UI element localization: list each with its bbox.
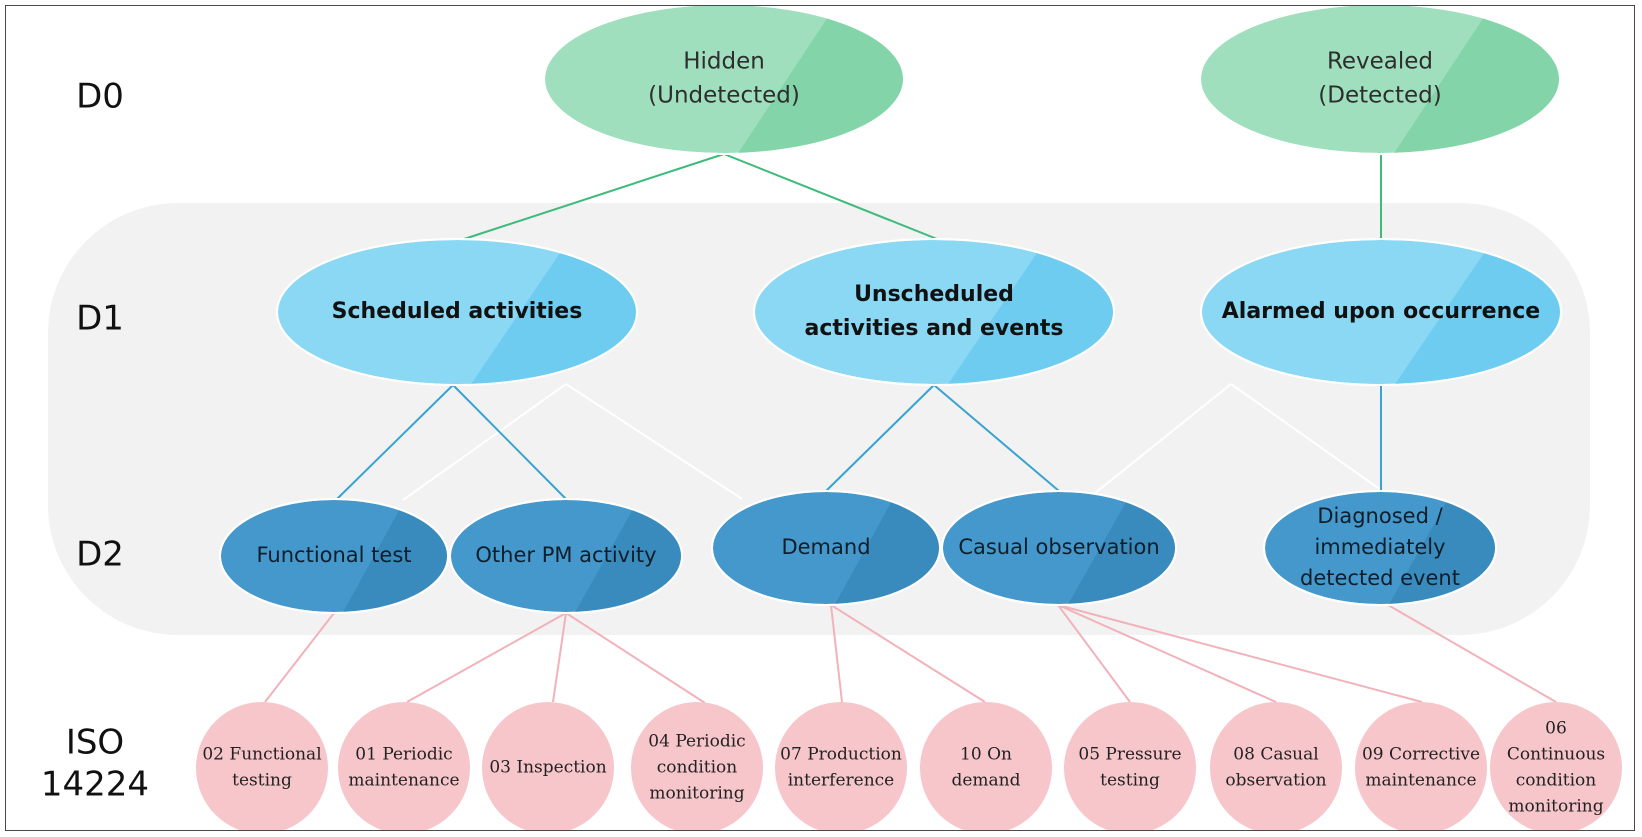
- iso-node-label: testing: [232, 771, 292, 791]
- iso-node-label: condition: [657, 758, 738, 778]
- iso-node-label: condition: [1516, 771, 1597, 791]
- iso-node-iso-08: 08 Casual observation: [1210, 702, 1342, 830]
- d1-node-alarmed-label: Alarmed upon occurrence: [1222, 299, 1540, 324]
- level-label-d2: D2: [76, 535, 124, 575]
- iso-node-iso-10: 10 On demand: [920, 702, 1052, 830]
- d2-node-diagnosed-label: detected event: [1300, 566, 1460, 590]
- iso-node-label: 03 Inspection: [489, 758, 606, 778]
- connector-diagnosed-iso-06: [1387, 604, 1557, 703]
- iso-node-label: interference: [788, 771, 894, 791]
- d1-node-scheduled-label: Scheduled activities: [332, 299, 583, 324]
- connector-unscheduled-casual-observation: [933, 384, 1060, 492]
- iso-node-label: maintenance: [348, 771, 459, 791]
- iso-node-iso-02: 02 Functional testing: [196, 702, 328, 830]
- iso-node-iso-03: 03 Inspection: [482, 702, 614, 830]
- d2-node-demand: Demand: [711, 490, 941, 606]
- faint-connector: [565, 383, 743, 500]
- iso-node-iso-04: 04 Periodic condition monitoring: [631, 702, 763, 830]
- iso-node-label: maintenance: [1365, 771, 1476, 791]
- d0-node-revealed-label: (Detected): [1318, 83, 1441, 109]
- d2-node-functional-test-label: Functional test: [256, 543, 411, 567]
- iso-node-label: Continuous: [1507, 745, 1605, 765]
- iso-node-label: observation: [1225, 771, 1326, 791]
- diagram-nodes: Hidden (Undetected) Revealed (Detected) Sche…: [196, 6, 1622, 830]
- level-label-iso-line2: 14224: [41, 765, 149, 805]
- connector-lines: [264, 153, 1557, 704]
- d2-node-diagnosed: Diagnosed / immediately detected event: [1263, 490, 1497, 606]
- iso-node-label: 05 Pressure: [1078, 745, 1181, 765]
- iso-node-iso-01: 01 Periodic maintenance: [338, 702, 470, 830]
- d0-node-hidden: Hidden (Undetected): [543, 6, 905, 155]
- connector-demand-iso-07: [830, 604, 843, 703]
- iso-node-label: 02 Functional: [202, 745, 321, 765]
- iso-node-iso-05: 05 Pressure testing: [1064, 702, 1196, 830]
- d1-node-unscheduled: Unscheduled activities and events: [753, 238, 1115, 386]
- d1-node-alarmed: Alarmed upon occurrence: [1200, 238, 1562, 386]
- connector-casual-iso-09: [1057, 604, 1423, 703]
- iso-node-label: 09 Corrective: [1362, 745, 1480, 765]
- connector-hidden-unscheduled: [723, 153, 943, 242]
- connector-scheduled-functional-test: [336, 384, 454, 500]
- d2-node-other-pm: Other PM activity: [449, 498, 683, 614]
- level-label-iso-line1: ISO: [66, 723, 124, 763]
- d2-node-functional-test: Functional test: [219, 498, 449, 614]
- d2-node-casual-observation-label: Casual observation: [958, 535, 1159, 559]
- iso-node-label: monitoring: [649, 784, 744, 804]
- d1-node-unscheduled-label: Unscheduled: [854, 282, 1014, 307]
- iso-node-label: testing: [1100, 771, 1160, 791]
- connector-casual-iso-08: [1057, 604, 1277, 703]
- iso-node-label: 04 Periodic: [648, 732, 745, 752]
- level-label-d1: D1: [76, 299, 124, 339]
- d2-node-casual-observation: Casual observation: [941, 490, 1177, 606]
- d2-node-demand-label: Demand: [781, 535, 870, 559]
- d1-node-unscheduled-label: activities and events: [805, 316, 1064, 341]
- connector-hidden-scheduled: [457, 153, 725, 242]
- iso-node-label: monitoring: [1508, 797, 1603, 817]
- iso-node-label: 10 On: [960, 745, 1012, 765]
- connector-other-pm-iso-01: [406, 612, 567, 703]
- connector-other-pm-iso-03: [552, 612, 567, 703]
- d2-node-diagnosed-label: Diagnosed /: [1317, 504, 1443, 528]
- d0-node-revealed: Revealed (Detected): [1199, 6, 1561, 155]
- d0-node-hidden-label: Hidden: [683, 49, 765, 75]
- faint-connector: [1230, 383, 1382, 491]
- d0-node-revealed-label: Revealed: [1327, 49, 1433, 75]
- connector-scheduled-other-pm: [452, 384, 567, 500]
- iso-node-label: 01 Periodic: [355, 745, 452, 765]
- iso-node-iso-09: 09 Corrective maintenance: [1355, 702, 1487, 830]
- d2-node-diagnosed-label: immediately: [1314, 535, 1445, 559]
- connector-unscheduled-demand: [825, 384, 935, 492]
- faint-connector: [402, 383, 567, 501]
- iso-node-iso-07: 07 Production interference: [775, 702, 907, 830]
- iso-node-label: demand: [951, 771, 1020, 791]
- iso-node-label: 06: [1545, 719, 1567, 739]
- connector-functional-test-iso-02: [264, 612, 335, 703]
- connector-casual-iso-05: [1057, 604, 1131, 703]
- connector-demand-iso-10: [830, 604, 986, 703]
- d2-node-other-pm-label: Other PM activity: [475, 543, 656, 567]
- d0-node-hidden-label: (Undetected): [648, 83, 800, 109]
- faint-connector: [1068, 383, 1232, 515]
- iso-node-label: 08 Casual: [1233, 745, 1318, 765]
- d1-node-scheduled: Scheduled activities: [276, 238, 638, 386]
- level-label-d0: D0: [76, 77, 124, 117]
- connector-other-pm-iso-04: [565, 612, 706, 704]
- iso-node-label: 07 Production: [780, 745, 902, 765]
